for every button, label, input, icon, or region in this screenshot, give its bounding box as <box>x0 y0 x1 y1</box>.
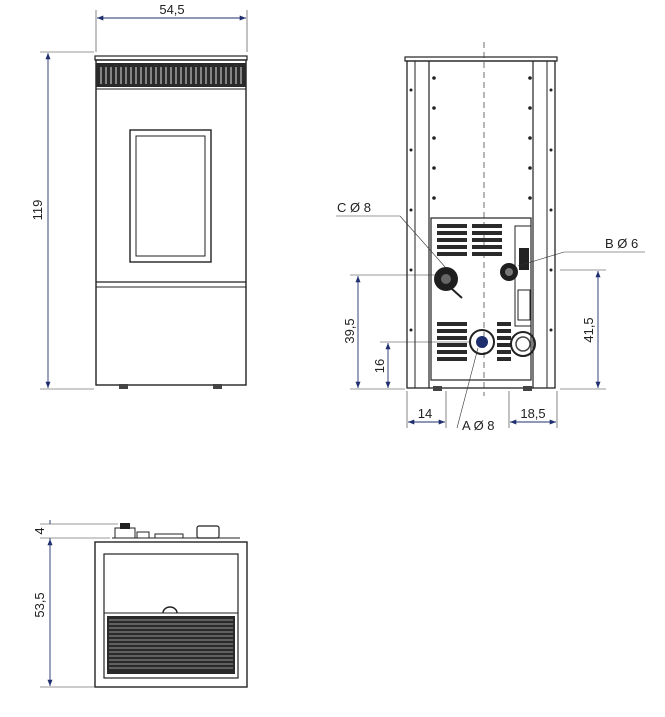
inlet-a-label: A Ø 8 <box>462 418 495 433</box>
outlet-c-label: C Ø 8 <box>337 200 371 215</box>
back-body <box>406 60 556 389</box>
top-grille <box>107 616 235 674</box>
front-foot-left <box>119 384 128 389</box>
outlet-c-height-label: 39,5 <box>342 318 357 343</box>
top-offset-label: 4 <box>32 527 47 534</box>
back-view: C Ø 8 B Ø 6 39,5 16 41,5 14 A Ø 8 1 <box>336 42 645 433</box>
front-door-glass <box>135 135 206 257</box>
front-door-frame <box>129 129 212 263</box>
front-body <box>95 59 247 386</box>
back-service-panel <box>430 217 532 381</box>
outlet-b-offset-label: 18,5 <box>520 406 545 421</box>
top-body <box>94 541 248 688</box>
front-width-label: 54,5 <box>159 2 184 17</box>
outlet-b-height-label: 41,5 <box>581 317 596 342</box>
front-view: 54,5 119 <box>30 2 248 390</box>
inlet-a-height-label: 16 <box>372 359 387 373</box>
top-view: 4 53,5 <box>32 520 248 688</box>
back-round-port <box>510 331 536 357</box>
inlet-a-offset-label: 14 <box>418 406 432 421</box>
back-upper-vents <box>437 224 502 256</box>
outlet-b-label: B Ø 6 <box>605 236 638 251</box>
front-foot-right <box>213 384 222 389</box>
back-lower-vents <box>437 322 511 361</box>
top-inner-frame <box>103 553 239 679</box>
top-depth-label: 53,5 <box>32 592 47 617</box>
front-height-label: 119 <box>30 200 45 221</box>
